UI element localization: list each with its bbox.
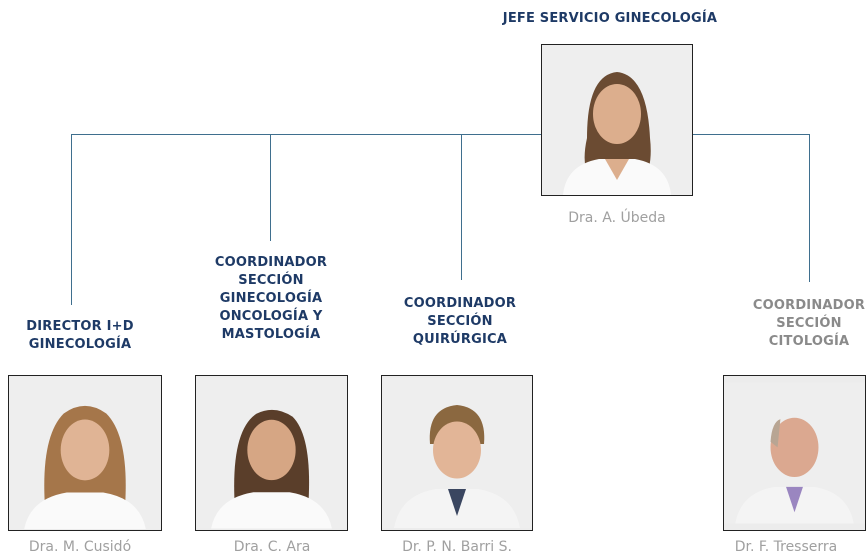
member-name-citologia: Dr. F. Tresserra: [734, 539, 838, 555]
person-portrait-icon: [724, 382, 865, 524]
head-name: Dra. A. Úbeda: [568, 210, 666, 226]
member-photo-quirurgica: [381, 375, 533, 531]
head-title: JEFE SERVICIO GINECOLOGÍA: [502, 11, 718, 26]
head-photo: [541, 44, 693, 196]
connector-quirurgica: [461, 134, 462, 280]
person-portrait-icon: [542, 45, 692, 195]
connector-horizontal: [71, 134, 810, 135]
connector-ginecologia: [270, 134, 271, 241]
member-title-ginecologia: COORDINADOR SECCIÓN GINECOLOGÍA ONCOLOGÍ…: [214, 255, 328, 342]
member-photo-ginecologia: [195, 375, 348, 531]
member-name-quirurgica: Dr. P. N. Barri S.: [402, 539, 512, 555]
member-photo-director: [8, 375, 162, 531]
member-title-director: DIRECTOR I+D GINECOLOGÍA: [26, 319, 134, 352]
member-name-ginecologia: Dra. C. Ara: [233, 539, 311, 555]
member-photo-citologia: [723, 375, 866, 531]
person-portrait-icon: [196, 377, 347, 529]
member-name-director: Dra. M. Cusidó: [28, 539, 132, 555]
member-title-quirurgica: COORDINADOR SECCIÓN QUIRÚRGICA: [403, 296, 517, 347]
member-title-citologia: COORDINADOR SECCIÓN CITOLOGÍA: [752, 298, 866, 349]
person-portrait-icon: [9, 377, 161, 529]
connector-citologia: [809, 134, 810, 282]
person-portrait-icon: [382, 378, 532, 528]
connector-director: [71, 134, 72, 305]
